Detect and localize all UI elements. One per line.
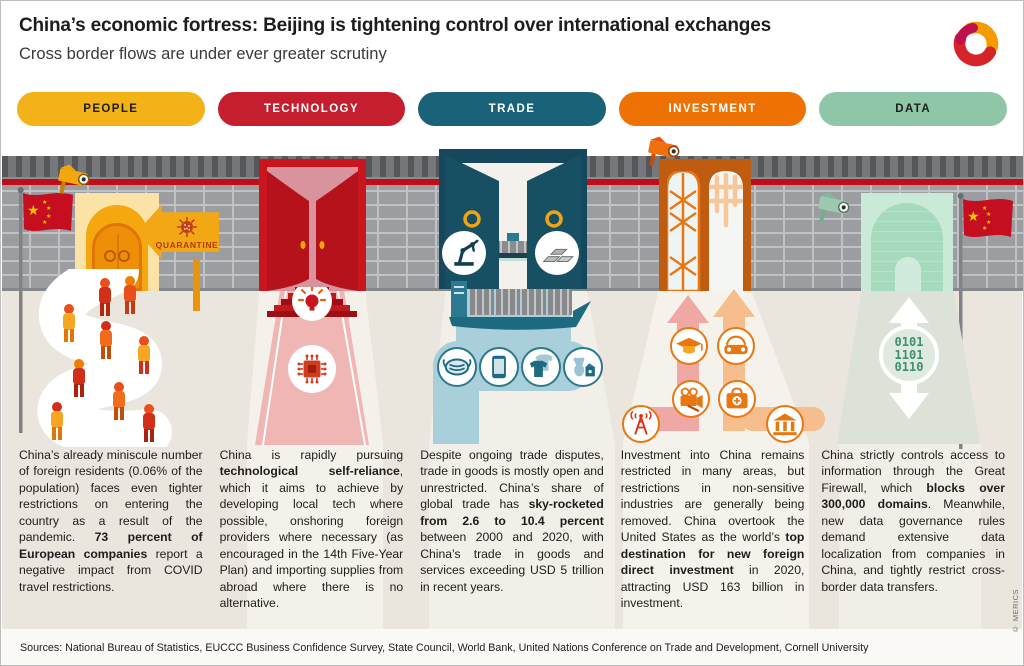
quarantine-label: QUARANTINE — [155, 239, 219, 250]
binary-line: 0101 — [894, 335, 924, 350]
door-handle-icon — [319, 241, 325, 249]
metal-ingots-icon — [542, 248, 574, 262]
pill-data: DATA — [819, 92, 1007, 126]
svg-text:★: ★ — [27, 202, 40, 218]
container-ship-icon — [449, 281, 591, 330]
door-knocker-icon — [104, 250, 116, 262]
svg-text:★: ★ — [982, 205, 987, 212]
trade-paragraph: Despite ongoing trade disputes, trade in… — [420, 448, 604, 594]
svg-text:★: ★ — [982, 225, 987, 232]
svg-text:★: ★ — [986, 211, 991, 218]
robot-arm-icon — [454, 239, 479, 266]
inner-ship — [491, 233, 535, 261]
people-queue — [37, 269, 172, 447]
face-mask-icon — [442, 358, 472, 376]
pill-trade: TRADE — [418, 92, 606, 126]
toys-badge — [563, 347, 603, 387]
robot-arm-badge — [442, 231, 486, 275]
technology-paragraph: China is rapidly pursuing technological … — [219, 448, 404, 611]
svg-text:★: ★ — [42, 219, 47, 226]
technology-gate-doors — [267, 167, 358, 291]
pill-technology: TECHNOLOGY — [217, 92, 406, 126]
graduation-cap-badge — [670, 327, 708, 365]
china-flag-icon: ★ ★ ★ ★ ★ — [17, 187, 73, 433]
first-aid-kit-icon — [726, 387, 748, 409]
surveillance-camera-icon — [648, 136, 680, 166]
car-badge — [717, 327, 755, 365]
sources-bar: Sources: National Bureau of Statistics, … — [2, 629, 1022, 665]
microchip-icon — [297, 354, 327, 384]
graduation-cap-icon — [676, 337, 703, 354]
bank-icon — [773, 413, 797, 436]
ring-handle-icon — [463, 210, 481, 228]
fading-lattice — [708, 172, 743, 228]
svg-text:★: ★ — [42, 199, 47, 206]
investment-gate-doors — [667, 171, 743, 291]
sources-text: Sources: National Bureau of Statistics, … — [20, 641, 869, 654]
page-title: China’s economic fortress: Beijing is ti… — [19, 15, 771, 36]
technology-road — [255, 287, 369, 445]
video-camera-icon — [680, 387, 703, 412]
pill-investment: INVESTMENT — [618, 92, 807, 126]
wall-scene: ★ ★ ★ ★ ★ ★ ★ ★ ★ ★ — [1, 136, 1023, 449]
data-path — [839, 444, 981, 629]
surveillance-camera-icon — [818, 192, 850, 222]
binary-code-icon: 0101 1101 0110 — [879, 325, 939, 385]
radio-tower-icon — [630, 410, 652, 435]
smartphone-icon — [492, 355, 506, 379]
merics-logo — [953, 21, 999, 67]
metal-ingots-badge — [535, 231, 579, 275]
smartphone-badge — [479, 347, 519, 387]
page-subtitle: Cross border flows are under ever greate… — [19, 45, 387, 63]
ring-handle-icon — [545, 210, 563, 228]
bank-badge — [766, 405, 804, 443]
lightbulb-icon — [297, 287, 327, 311]
pill-people: PEOPLE — [17, 92, 205, 126]
virus-icon — [177, 216, 197, 237]
door-handle-icon — [300, 241, 306, 249]
binary-line: 1101 — [894, 347, 924, 362]
person-icon — [51, 276, 155, 442]
clothing-badge — [521, 347, 561, 387]
data-paragraph: China strictly controls access to inform… — [821, 448, 1005, 594]
svg-text:★: ★ — [967, 208, 980, 224]
binary-line: 0110 — [894, 360, 924, 375]
category-pills: PEOPLE TECHNOLOGY TRADE INVESTMENT DATA — [1, 92, 1023, 126]
face-mask-badge — [437, 347, 477, 387]
sign-post — [193, 259, 200, 311]
copyright-credit: © MERICS — [1011, 589, 1020, 634]
investment-paragraph: Investment into China remains restricted… — [620, 448, 805, 611]
door-knocker-icon — [118, 250, 130, 262]
people-paragraph: China’s already miniscule number of fore… — [19, 448, 203, 594]
video-camera-badge — [672, 380, 710, 418]
scissor-gate-lattice — [669, 190, 697, 276]
svg-text:★: ★ — [46, 213, 51, 220]
first-aid-badge — [718, 380, 756, 418]
surveillance-camera-icon — [58, 164, 90, 194]
data-gate-door — [895, 257, 921, 291]
svg-text:★: ★ — [46, 205, 51, 212]
toys-icon — [573, 357, 595, 377]
description-columns: China’s already miniscule number of fore… — [1, 447, 1023, 612]
svg-text:★: ★ — [986, 219, 991, 226]
car-icon — [724, 335, 748, 355]
clothing-icon — [529, 354, 553, 377]
radio-tower-badge — [622, 405, 660, 443]
china-flag-icon: ★ ★ ★ ★ ★ — [957, 193, 1013, 449]
